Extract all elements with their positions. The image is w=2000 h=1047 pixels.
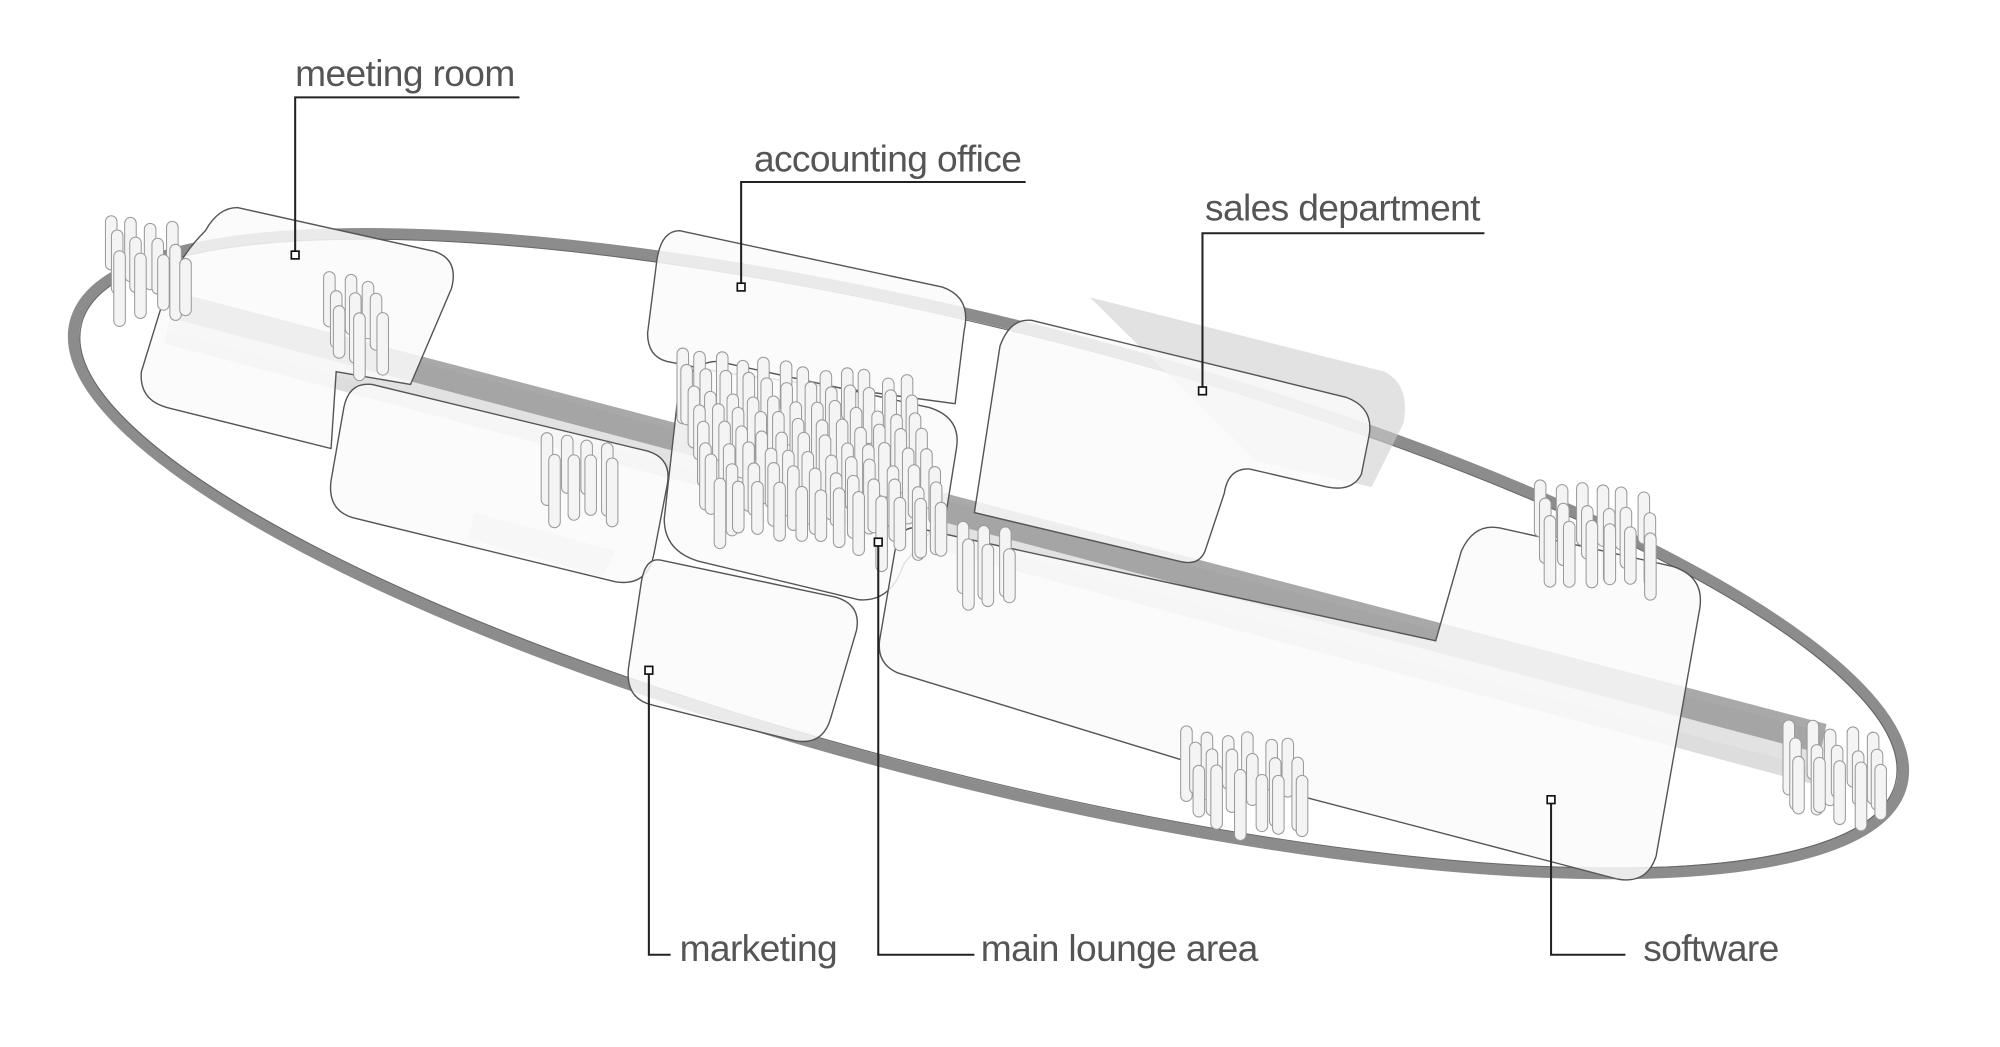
label-software: software: [1546, 794, 1779, 969]
person-figure: [1192, 764, 1206, 818]
person-figure: [1210, 764, 1223, 830]
person-figure: [353, 312, 366, 382]
person-figure: [1644, 532, 1657, 601]
person-figure: [773, 481, 786, 542]
person-figure: [1234, 769, 1247, 842]
person-figure: [795, 485, 809, 542]
person-figure: [113, 250, 126, 328]
person-figure: [1255, 773, 1269, 833]
people-figures: [104, 215, 1887, 842]
person-figure: [1562, 520, 1576, 588]
label-main-lounge-area: main lounge area: [873, 537, 1259, 969]
person-figure: [1543, 515, 1557, 588]
leader-line: [1550, 799, 1626, 956]
person-figure: [1833, 760, 1846, 826]
location-marker: [1197, 386, 1208, 396]
label-text: meeting room: [295, 52, 514, 94]
leader-line: [294, 96, 520, 256]
room-software: [878, 526, 1702, 881]
person-figure: [914, 497, 927, 559]
person-figure: [179, 257, 192, 317]
label-text: accounting office: [754, 138, 1021, 180]
person-figure: [962, 538, 975, 611]
person-figure: [852, 491, 865, 557]
person-figure: [548, 453, 561, 529]
person-figure: [893, 496, 907, 552]
person-figure: [1813, 756, 1826, 813]
room-sales-department: [973, 319, 1371, 564]
room-marketing: [627, 559, 858, 743]
person-figure: [1272, 774, 1285, 835]
person-figure: [1874, 763, 1887, 821]
label-text: sales department: [1205, 186, 1481, 228]
label-meeting-room: meeting room: [290, 52, 520, 260]
location-marker: [873, 537, 883, 547]
person-figure: [732, 480, 745, 534]
person-figure: [814, 489, 828, 542]
person-figure: [934, 501, 948, 557]
label-text: main lounge area: [981, 927, 1259, 969]
person-figure: [1585, 519, 1599, 589]
person-figure: [751, 480, 764, 535]
label-marketing: marketing: [644, 665, 838, 969]
person-figure: [981, 543, 995, 608]
room-left-lounge: [329, 383, 669, 584]
person-figure: [1603, 523, 1617, 586]
person-figure: [1003, 548, 1016, 604]
person-figure: [1854, 761, 1868, 832]
room-meeting-room: [140, 206, 454, 450]
label-text: software: [1643, 927, 1778, 969]
person-figure: [376, 312, 389, 376]
person-figure: [605, 457, 619, 528]
leader-line: [877, 542, 975, 956]
label-sales-department: sales department: [1197, 186, 1485, 396]
person-figure: [567, 454, 581, 521]
location-marker: [290, 250, 300, 260]
leader-line: [1201, 232, 1485, 391]
person-figure: [713, 477, 727, 550]
location-marker: [644, 665, 654, 675]
person-figure: [157, 254, 170, 311]
location-marker: [1546, 794, 1556, 805]
label-text: marketing: [680, 927, 837, 969]
leader-line: [740, 180, 1026, 288]
person-figure: [332, 305, 346, 359]
label-accounting-office: accounting office: [736, 138, 1026, 292]
person-figure: [134, 252, 147, 319]
person-figure: [1295, 774, 1309, 838]
person-figure: [832, 487, 846, 549]
location-marker: [736, 282, 746, 292]
leader-line: [647, 670, 671, 956]
person-figure: [1792, 755, 1805, 815]
person-figure: [1624, 526, 1637, 585]
person-figure: [584, 454, 597, 516]
